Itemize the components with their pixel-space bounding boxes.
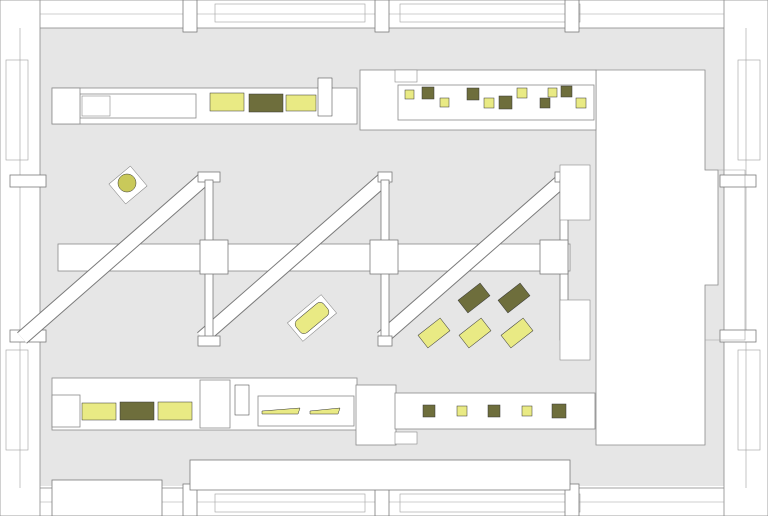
exhibit-box (498, 95, 513, 110)
exhibit-box (422, 404, 436, 418)
exhibit-box (456, 405, 468, 417)
exhibit-box (248, 93, 284, 113)
exhibit-box (457, 282, 491, 314)
exhibit-box (539, 97, 551, 109)
exhibit-box (157, 401, 193, 421)
exhibits-bottom (81, 384, 567, 421)
exhibit-box (575, 97, 587, 109)
exhibit-box (119, 401, 155, 421)
kiosk (317, 77, 333, 117)
exhibit-box (521, 405, 533, 417)
exhibit-box (439, 97, 450, 108)
exhibit-box (551, 403, 567, 419)
right-platform (595, 69, 719, 446)
exhibit-box (497, 282, 531, 314)
diagonal-beams (17, 172, 570, 344)
exhibit-box (500, 317, 534, 349)
exhibit-box (516, 87, 528, 99)
aircraft-model (309, 407, 341, 415)
sculpture (117, 173, 137, 193)
exhibit-box (458, 317, 492, 349)
exhibit-box (417, 317, 451, 349)
exhibit-box (483, 97, 495, 109)
exhibit-box (209, 92, 245, 112)
aircraft-model (261, 407, 301, 415)
exhibits-top (209, 77, 587, 117)
right-platform-ledge (705, 169, 746, 341)
exhibit-box (404, 89, 415, 100)
stairs (81, 69, 591, 445)
kiosk (234, 384, 250, 416)
exhibit-box (487, 404, 501, 418)
exhibit-box (285, 94, 317, 112)
exhibit-box (466, 87, 480, 101)
exhibits-floor (108, 165, 534, 349)
car-exhibit (287, 294, 337, 342)
exhibit-box (547, 87, 558, 98)
exhibit-box (560, 85, 573, 98)
exhibit-box (81, 402, 117, 421)
exhibit-box (421, 86, 435, 100)
